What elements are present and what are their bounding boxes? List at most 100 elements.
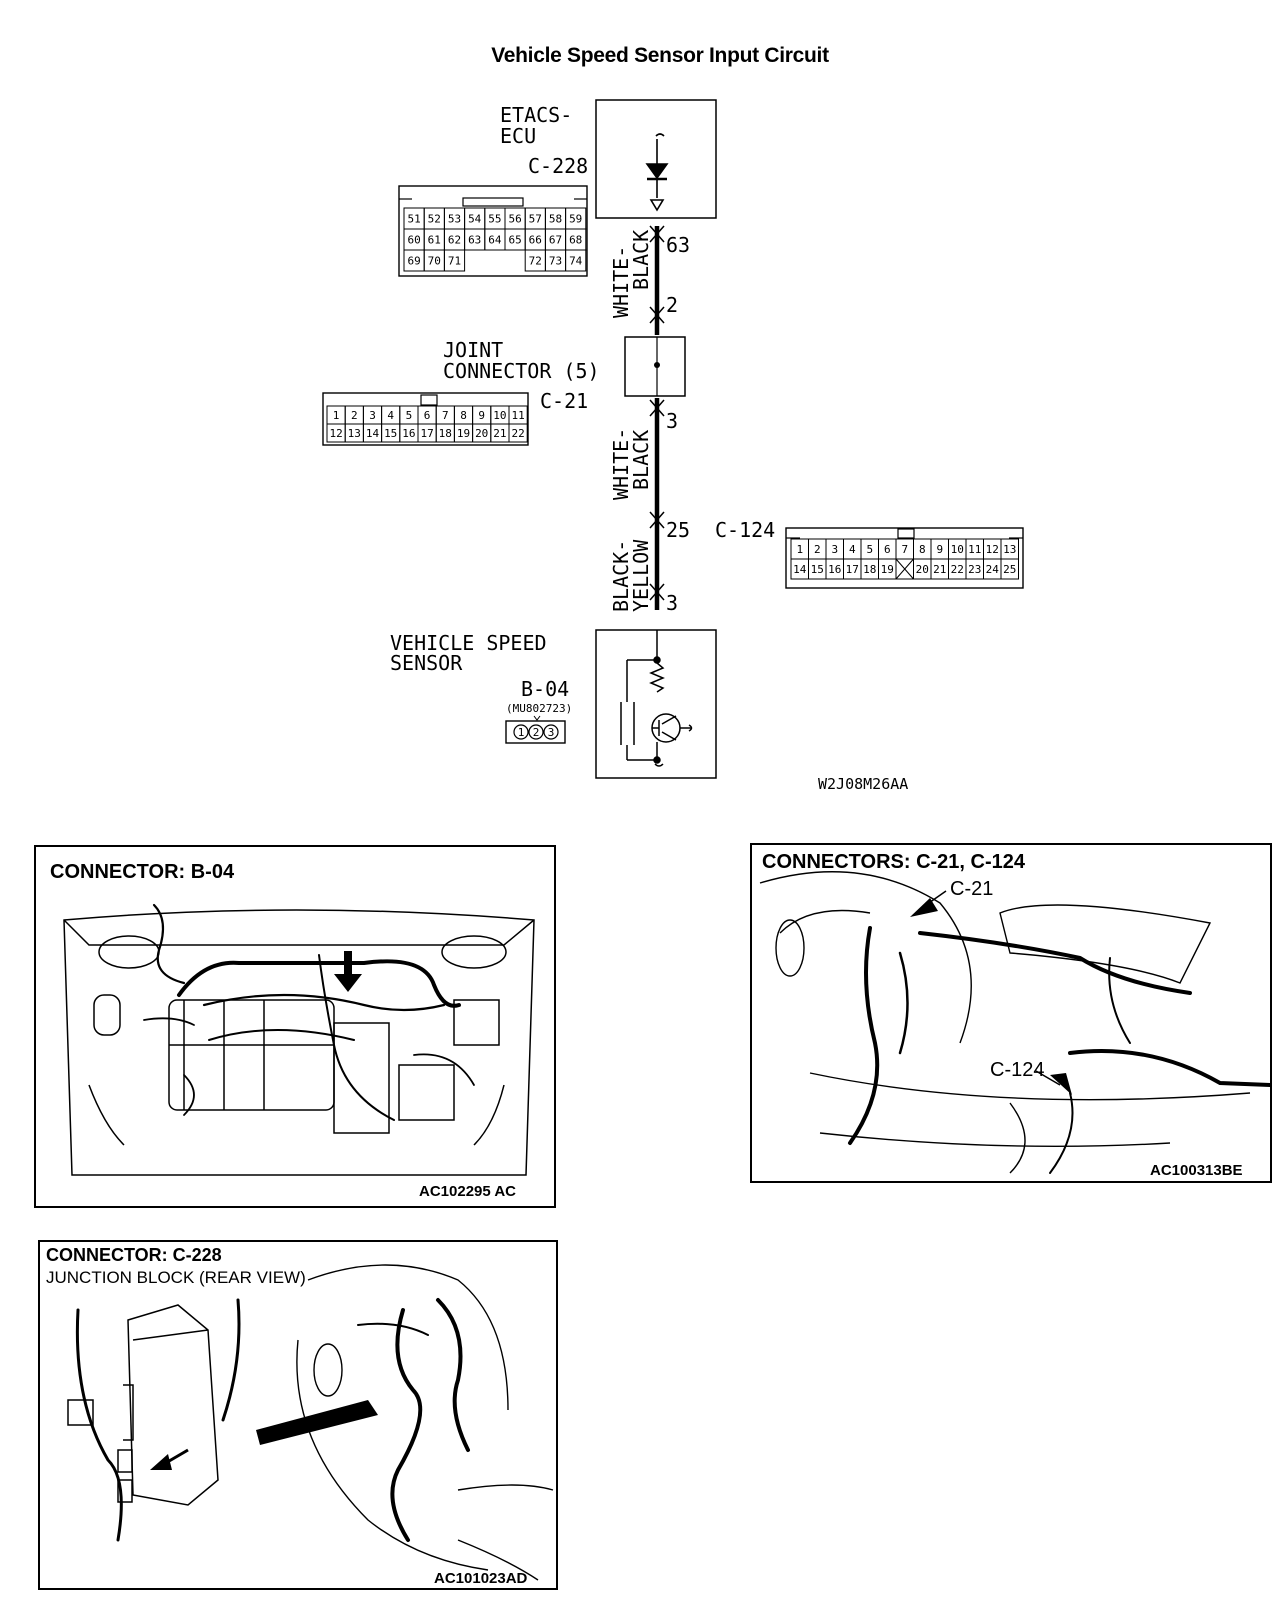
c124-pin-label: 20 — [916, 563, 929, 576]
c228-pin-label: 60 — [407, 233, 420, 246]
sensor-schematic-icon — [620, 630, 693, 767]
joint-connector-label: C-21 — [540, 389, 588, 413]
c228-panel-subheading: JUNCTION BLOCK (REAR VIEW) — [46, 1268, 306, 1287]
c228-pin-label: 63 — [468, 233, 481, 246]
diagram-code: W2J08M26AA — [818, 775, 908, 793]
c21-pin-label: 3 — [369, 409, 376, 422]
c124-pin-label: 25 — [1003, 563, 1016, 576]
dashboard-illustration — [759, 871, 1251, 1174]
c228-pin-label: 68 — [569, 233, 582, 246]
c124-pin-label: 16 — [828, 563, 841, 576]
c21-pin-label: 8 — [460, 409, 467, 422]
c228-pin-label: 71 — [448, 254, 461, 267]
c21-pin-label: 22 — [511, 427, 524, 440]
connectors-c21-c124-panel: CONNECTORS: C-21, C-124 C-21 C-124 AC100… — [750, 843, 1272, 1183]
c21-pin-label: 12 — [329, 427, 342, 440]
c124-pin-label: 23 — [968, 563, 981, 576]
connector-c228-panel: CONNECTOR: C-228 JUNCTION BLOCK (REAR VI… — [38, 1240, 558, 1590]
c21-pin-label: 16 — [402, 427, 415, 440]
b04-panel-code: AC102295 AC — [419, 1183, 516, 1200]
c124-pin-label: 9 — [936, 543, 943, 556]
dash-view-harness-illustration — [357, 1298, 470, 1542]
c21-pin-label: 18 — [439, 427, 452, 440]
c228-pointer-arrow-icon — [256, 1400, 378, 1445]
c21-pin-label: 15 — [384, 427, 397, 440]
wire2-pin-top: 3 — [666, 409, 678, 433]
c228-panel-heading: CONNECTOR: C-228 — [46, 1245, 222, 1265]
engine-bay-illustration — [63, 909, 535, 1176]
sensor-name-line1: VEHICLE SPEED — [390, 631, 547, 655]
c124-pin-cell — [1000, 558, 1019, 580]
etacs-ecu-box — [595, 99, 717, 219]
c228-pin-label: 67 — [549, 233, 562, 246]
c228-pin-label: 66 — [529, 233, 542, 246]
wire2-color-line1: WHITE- — [609, 428, 633, 500]
etacs-name-line1: ETACS- — [500, 103, 572, 127]
c228-pin-cell — [565, 249, 587, 272]
c21-location-arrow-icon — [910, 890, 947, 917]
c228-pin-label: 72 — [529, 254, 542, 267]
c228-pin-label: 55 — [488, 212, 501, 225]
wire1-pin-top: 63 — [666, 233, 690, 257]
c228-pin-label: 56 — [508, 212, 521, 225]
joint-name-line2: CONNECTOR (5) — [443, 359, 600, 383]
c124-pin-label: 1 — [796, 543, 803, 556]
c21-pin-label: 6 — [424, 409, 431, 422]
sensor-connector-label: B-04 — [521, 677, 569, 701]
wire3-color-line1: BLACK- — [609, 540, 633, 612]
wire3-pin-bottom: 3 — [666, 591, 678, 615]
c124-pin-label: 15 — [811, 563, 824, 576]
c124-pin-label: 6 — [884, 543, 891, 556]
c21-pin-label: 10 — [493, 409, 506, 422]
b04-pin-label: 2 — [533, 726, 540, 739]
c228-pin-label: 51 — [407, 212, 420, 225]
joint-connector-box — [624, 336, 686, 397]
wire3-pin-top: 25 — [666, 518, 690, 542]
c124-pin-label: 11 — [968, 543, 981, 556]
c228-pin-label: 61 — [428, 233, 441, 246]
b04-location-arrow-icon — [334, 951, 362, 992]
c228-pin-label: 64 — [488, 233, 502, 246]
c21-pin-label: 2 — [351, 409, 358, 422]
c21-pin-label: 7 — [442, 409, 449, 422]
c228-pin-label: 74 — [569, 254, 583, 267]
c124-pin-label: 2 — [814, 543, 821, 556]
joint-name-line1: JOINT — [443, 338, 503, 362]
c21-pin-label: 19 — [457, 427, 470, 440]
c228-pin-cell — [443, 249, 466, 272]
c21-pin-label: 9 — [478, 409, 485, 422]
c21-pin-label: 21 — [493, 427, 506, 440]
c124-pin-label: 17 — [846, 563, 859, 576]
c124-location-label: C-124 — [990, 1059, 1044, 1081]
c124-location-arrow-icon — [1035, 1070, 1072, 1095]
dash-harness-illustration — [848, 926, 1272, 1174]
c228-pin-cell — [465, 250, 485, 271]
c124-pin-label: 14 — [793, 563, 807, 576]
c21-pin-label: 14 — [366, 427, 380, 440]
c228-panel-code: AC101023AD — [434, 1570, 528, 1587]
c124-pin-label: 3 — [831, 543, 838, 556]
c124-pin-label: 18 — [863, 563, 876, 576]
c228-pin-label: 57 — [529, 212, 542, 225]
c124-pin-label: 5 — [866, 543, 873, 556]
diagram-title: Vehicle Speed Sensor Input Circuit — [491, 44, 829, 67]
c124-pin-label: 21 — [933, 563, 946, 576]
c228-pin-label: 52 — [428, 212, 441, 225]
c124-pin-label: 12 — [986, 543, 999, 556]
c124-pin-label: 24 — [986, 563, 1000, 576]
c228-pin-label: 53 — [448, 212, 461, 225]
c21-pin-label: 11 — [511, 409, 524, 422]
etacs-connector-label: C-228 — [528, 154, 588, 178]
c228-pin-label: 58 — [549, 212, 562, 225]
c21-pin-label: 4 — [387, 409, 394, 422]
c124-empty-pin-mark — [895, 558, 914, 580]
b04-pin-circle — [543, 724, 559, 740]
c228-pin-label: 73 — [549, 254, 562, 267]
c228-pin-cell — [485, 250, 505, 271]
c21-pin-label: 17 — [420, 427, 433, 440]
junction-harness-illustration — [75, 1298, 241, 1542]
c124-connector-label: C-124 — [715, 518, 775, 542]
